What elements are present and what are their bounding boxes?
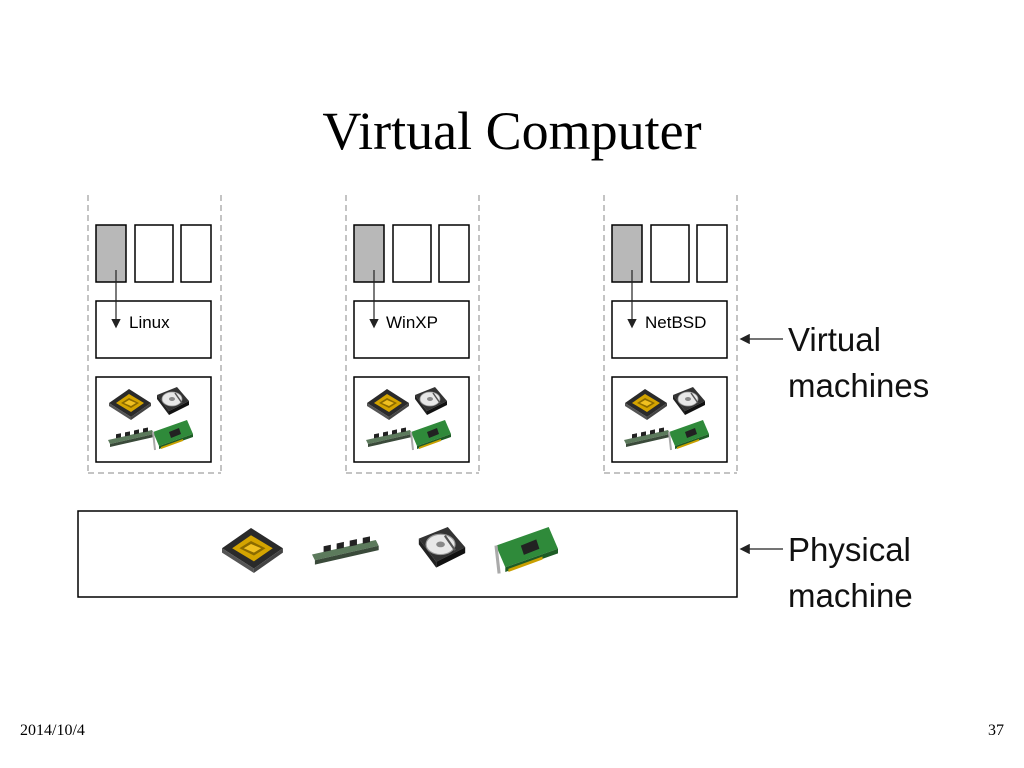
physical-machine-box [77,510,738,598]
physical-machine [77,510,738,598]
physical-machine-label-line1: Physical [788,531,911,568]
vm-netbsd [603,195,738,474]
vm-winxp [345,195,480,474]
slide-date: 2014/10/4 [20,722,85,739]
guest-os-box [611,300,728,359]
process [696,224,728,283]
process [180,224,212,283]
guest-os-box [353,300,470,359]
process-active [353,224,385,283]
os-label-netbsd: NetBSD [645,313,707,332]
process-active [611,224,643,283]
os-label-linux: Linux [129,313,170,332]
physical-machine-label-line2: machine [788,577,913,614]
process [650,224,690,283]
virtual-hardware-box [95,376,212,463]
process [392,224,432,283]
virtual-hardware-box [611,376,728,463]
guest-os-box [95,300,212,359]
virtual-machines-label-line1: Virtual [788,321,881,358]
process [438,224,470,283]
process [134,224,174,283]
virtual-hardware-box [353,376,470,463]
slide-page-number: 37 [988,722,1004,739]
vm-linux [87,195,222,474]
virtual-machines-label-line2: machines [788,367,930,404]
os-label-winxp: WinXP [386,313,438,332]
process-active [95,224,127,283]
slide-title: Virtual Computer [322,101,702,161]
